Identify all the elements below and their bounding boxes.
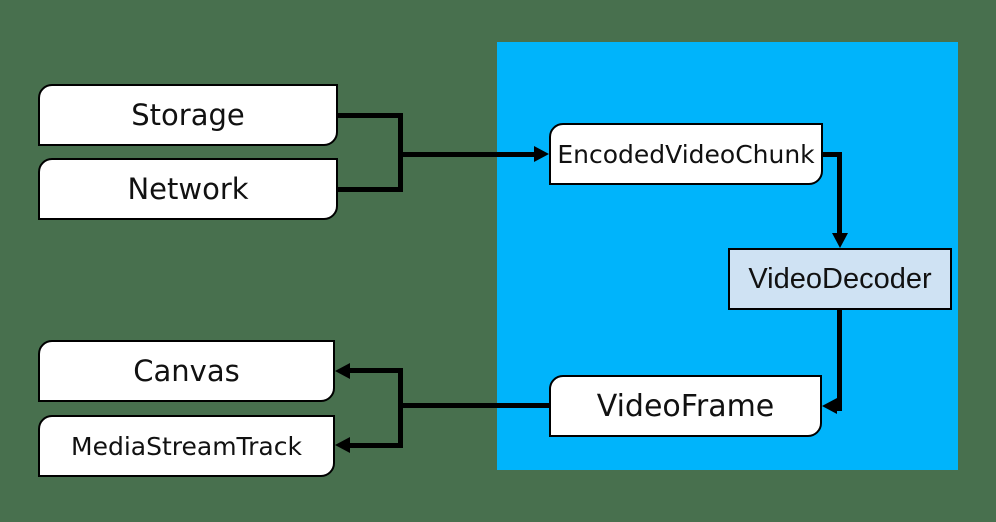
- edge-junction-to-mediastreamtrack: [348, 443, 403, 448]
- arrowhead-into-videoframe: [822, 398, 837, 414]
- node-canvas: Canvas: [38, 340, 335, 402]
- edge-junction-to-encodedvideochunk: [400, 152, 536, 157]
- arrowhead-into-videodecoder: [832, 233, 848, 248]
- node-storage: Storage: [38, 84, 338, 146]
- edge-bottom-junction-vertical: [398, 368, 403, 448]
- edge-encodedvideochunk-out: [823, 152, 842, 157]
- edge-junction-to-canvas: [348, 368, 403, 373]
- edge-videodecoder-to-videoframe: [837, 310, 842, 411]
- arrowhead-into-encodedvideochunk: [534, 146, 549, 162]
- edge-down-to-videodecoder: [837, 152, 842, 235]
- edge-videoframe-to-junction: [400, 403, 549, 408]
- arrowhead-into-canvas: [335, 363, 350, 379]
- edge-network-to-junction: [338, 187, 402, 192]
- node-network: Network: [38, 158, 338, 220]
- edge-storage-to-junction: [338, 113, 402, 118]
- node-video-decoder: VideoDecoder: [728, 248, 952, 310]
- node-video-frame: VideoFrame: [549, 375, 822, 437]
- node-media-stream-track: MediaStreamTrack: [38, 415, 335, 477]
- node-encoded-video-chunk: EncodedVideoChunk: [549, 123, 823, 185]
- arrowhead-into-mediastreamtrack: [335, 437, 350, 453]
